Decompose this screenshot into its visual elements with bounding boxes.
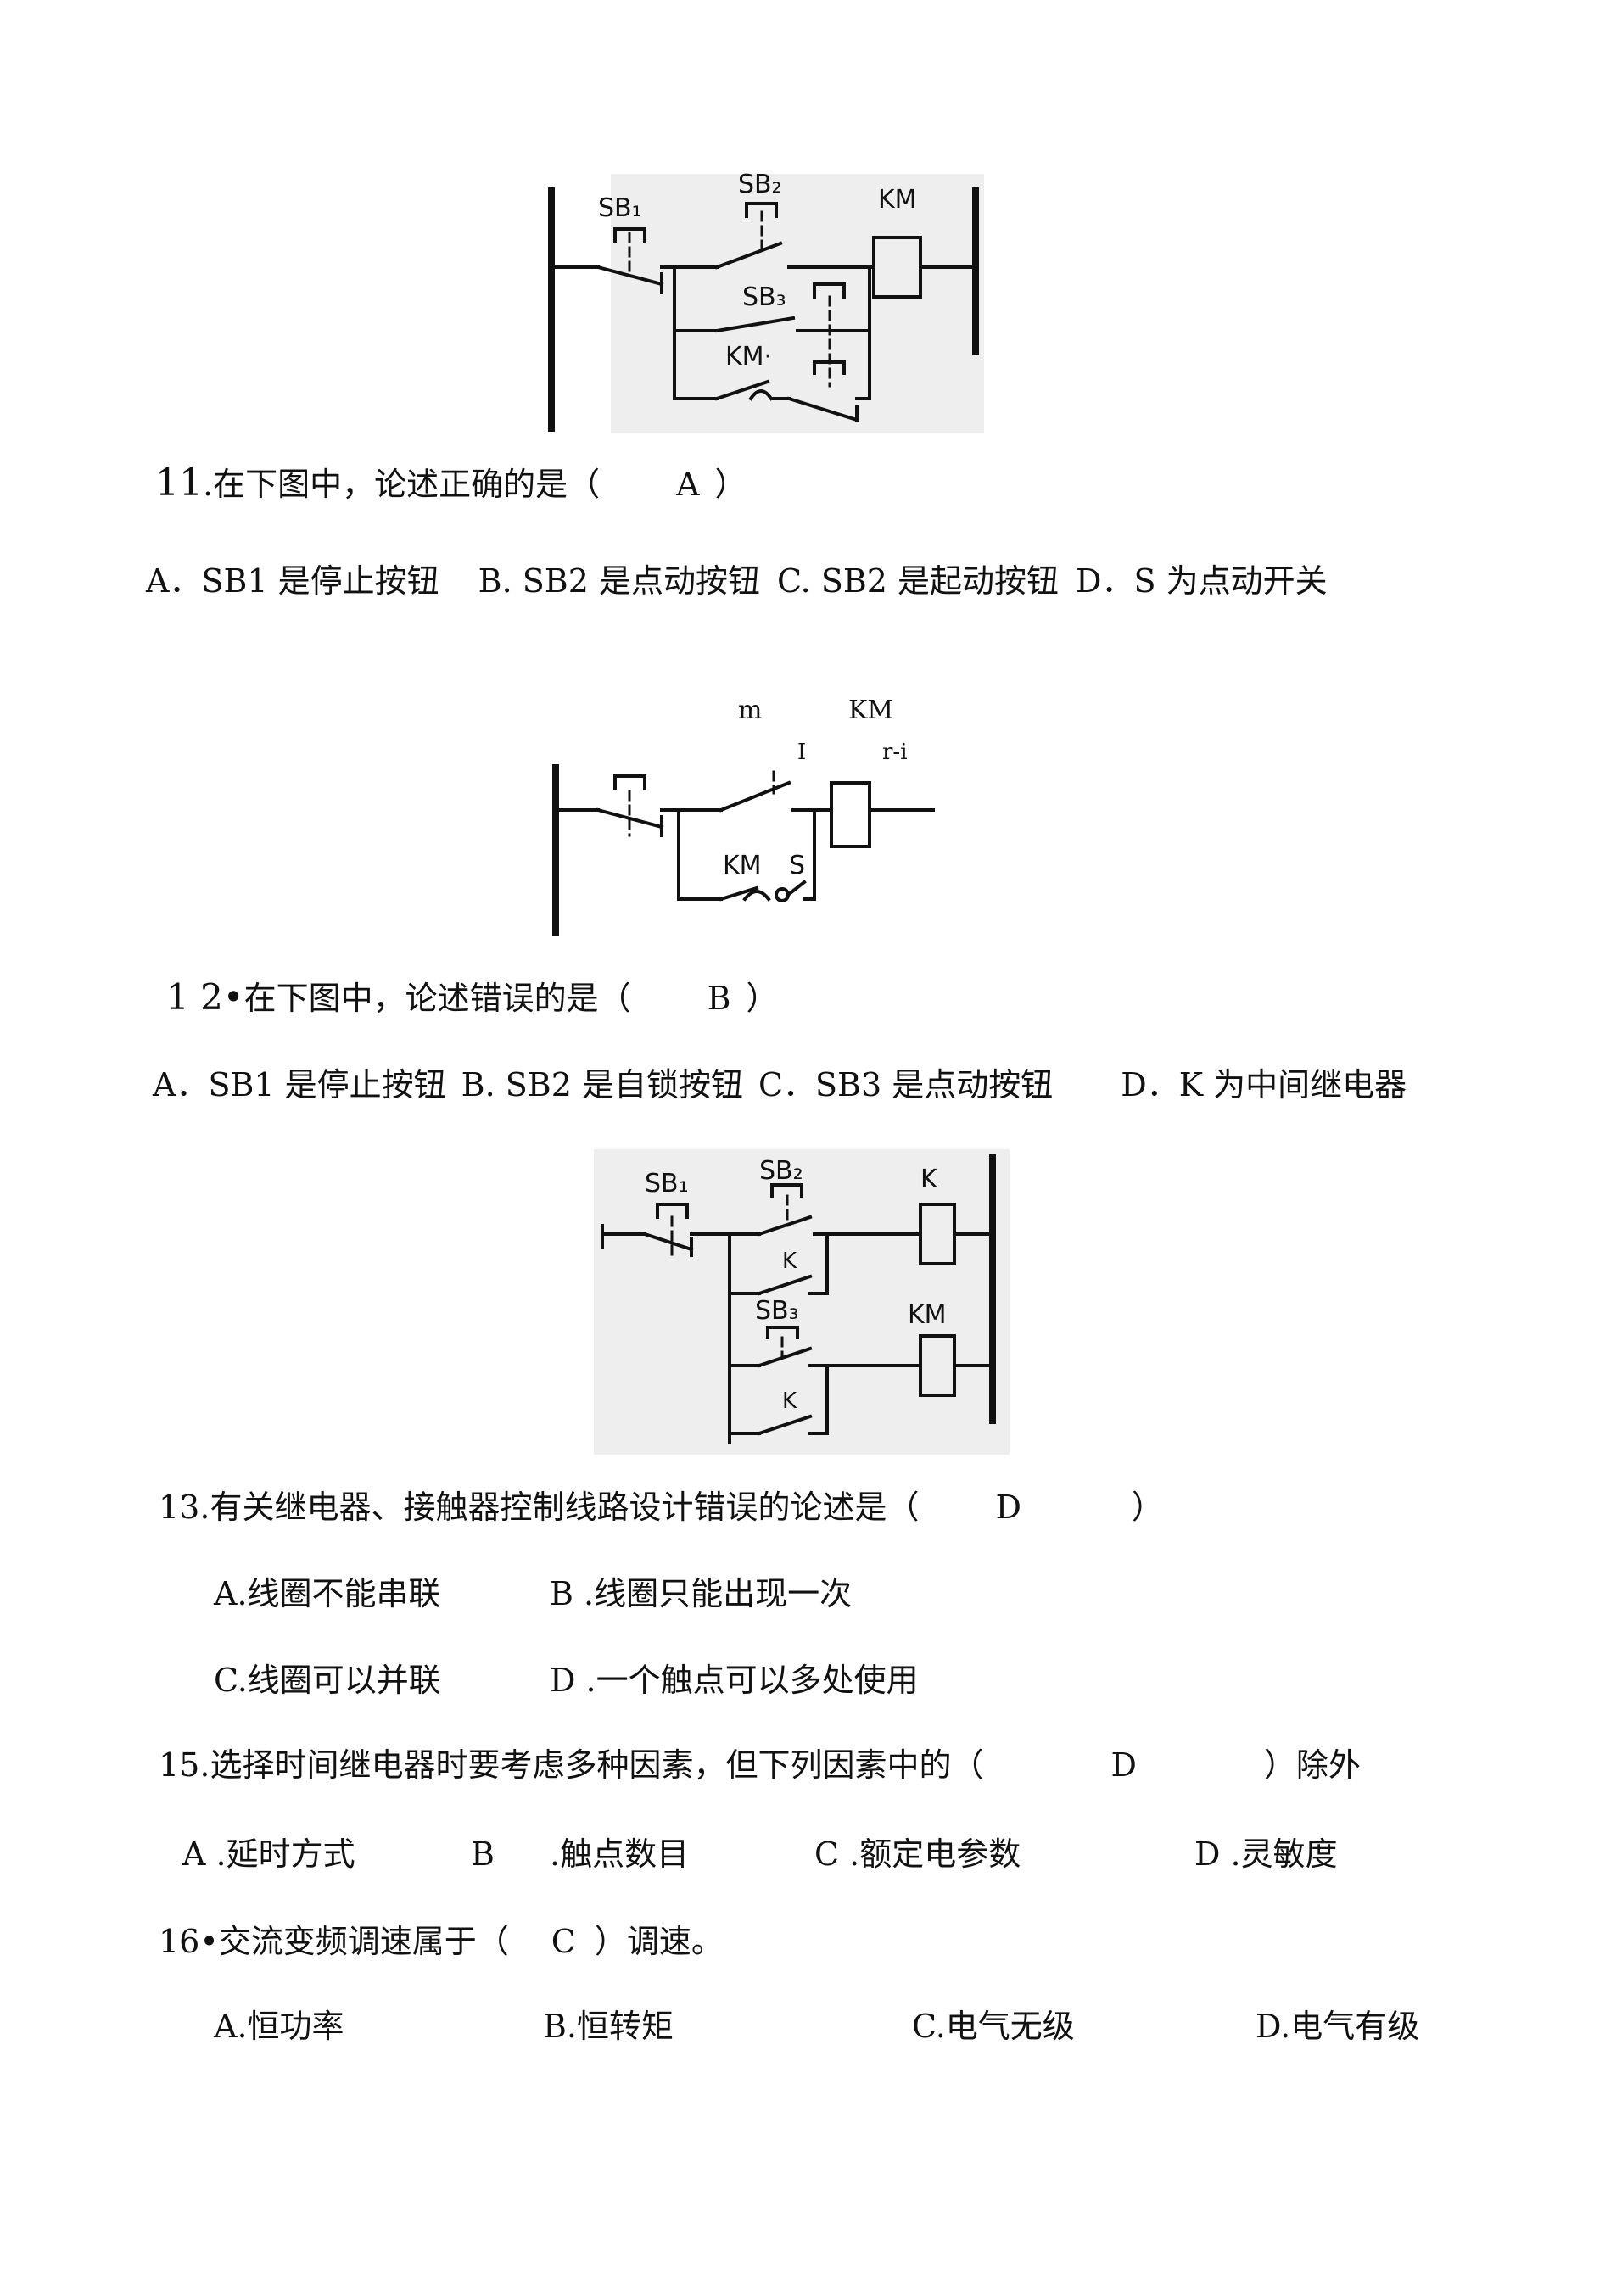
circuit-diagram-3: SB₁ SB₂ K K SB₃ KM K — [594, 1149, 1010, 1455]
question-15-option-c: C .额定电参数 — [814, 1835, 1021, 1873]
question-16-stem: 16•交流变频调速属于（C）调速。 — [159, 1923, 724, 1960]
option-d: D．K 为中间继电器 — [1121, 1066, 1407, 1103]
fig3-k-coil-label: K — [920, 1165, 938, 1194]
question-12-answer: B — [707, 980, 731, 1017]
fig2-i-label: I — [797, 740, 806, 765]
question-13-stem: 13.有关继电器、接触器控制线路设计错误的论述是（D） — [159, 1489, 1164, 1526]
question-16-option-a: A.恒功率 — [214, 2008, 344, 2045]
option-a: A．SB1 是停止按钮 — [146, 562, 439, 600]
option-a: A．SB1 是停止按钮 — [153, 1066, 446, 1103]
fig2-km-top-label: KM — [848, 696, 893, 725]
fig1-km-contact-label: KM· — [725, 342, 772, 371]
question-11-number: 11 — [155, 461, 203, 505]
question-15-option-d: D .灵敏度 — [1194, 1835, 1338, 1873]
question-15-option-b: .触点数目 — [550, 1835, 690, 1873]
question-12-options: A．SB1 是停止按钮 B. SB2 是自锁按钮 C．SB3 是点动按钮 D．K 为中… — [153, 1069, 1407, 1101]
question-12-stem: 1 2•在下图中，论述错误的是（B） — [166, 976, 779, 1018]
question-13-number: 13. — [159, 1489, 210, 1526]
fig3-k-contact-2-label: K — [782, 1388, 797, 1414]
question-16-option-b: B.恒转矩 — [543, 2008, 674, 2045]
question-15-option-a: A .延时方式 — [182, 1835, 355, 1873]
fig1-km-coil-label: KM — [878, 185, 917, 215]
question-13-option-d: D .一个触点可以多处使用 — [550, 1662, 919, 1699]
fig1-sb3-label: SB₃ — [742, 282, 786, 312]
question-11-stem: 11.在下图中，论述正确的是（A） — [155, 461, 747, 505]
fig2-m-label: m — [738, 696, 762, 725]
question-15-answer: D — [1110, 1746, 1137, 1784]
option-c: C. SB2 是起动按钮 — [776, 562, 1060, 600]
option-d: D．S 为点动开关 — [1076, 562, 1328, 600]
fig3-k-contact-1-label: K — [782, 1249, 797, 1274]
question-15-number: 15. — [159, 1746, 210, 1784]
question-15-stem: 15.选择时间继电器时要考虑多种因素，但下列因素中的（D）除外 — [159, 1746, 1361, 1784]
question-13-answer: D — [995, 1489, 1021, 1526]
fig3-sb3-label: SB₃ — [755, 1296, 799, 1326]
circuit-diagram-1: SB₁ SB₂ KM SB₃ KM· — [548, 170, 984, 433]
circuit-diagram-2: m KM I r-i KM S — [552, 696, 935, 936]
fig2-s-label: S — [789, 851, 805, 880]
question-11-options: A．SB1 是停止按钮 B. SB2 是点动按钮 C. SB2 是起动按钮 D．S 为… — [146, 565, 1328, 597]
fig1-sb2-label: SB₂ — [738, 170, 782, 199]
fig3-km-coil-label: KM — [908, 1300, 947, 1330]
question-16-option-c: C.电气无级 — [912, 2008, 1075, 2045]
fig3-sb2-label: SB₂ — [759, 1156, 803, 1186]
question-11-answer: A — [676, 466, 700, 503]
question-15-option-b-letter: B — [471, 1835, 495, 1873]
option-b: B. SB2 是点动按钮 — [478, 562, 760, 600]
question-16-number: 16• — [159, 1923, 219, 1960]
fig2-km-contact-label: KM — [723, 851, 762, 880]
fig3-sb1-label: SB₁ — [645, 1169, 689, 1198]
option-c: C．SB3 是点动按钮 — [758, 1066, 1054, 1103]
question-13-option-a: A.线圈不能串联 — [214, 1575, 441, 1612]
question-13-option-b: B .线圈只能出现一次 — [550, 1575, 853, 1612]
question-16-answer: C — [551, 1923, 576, 1960]
question-13-option-c: C.线圈可以并联 — [214, 1662, 441, 1699]
option-b: B. SB2 是自锁按钮 — [461, 1066, 743, 1103]
question-12-number: 1 2• — [166, 976, 244, 1018]
question-16-option-d: D.电气有级 — [1256, 2008, 1420, 2045]
fig1-sb1-label: SB₁ — [598, 193, 642, 223]
fig2-ri-label: r-i — [882, 740, 908, 765]
